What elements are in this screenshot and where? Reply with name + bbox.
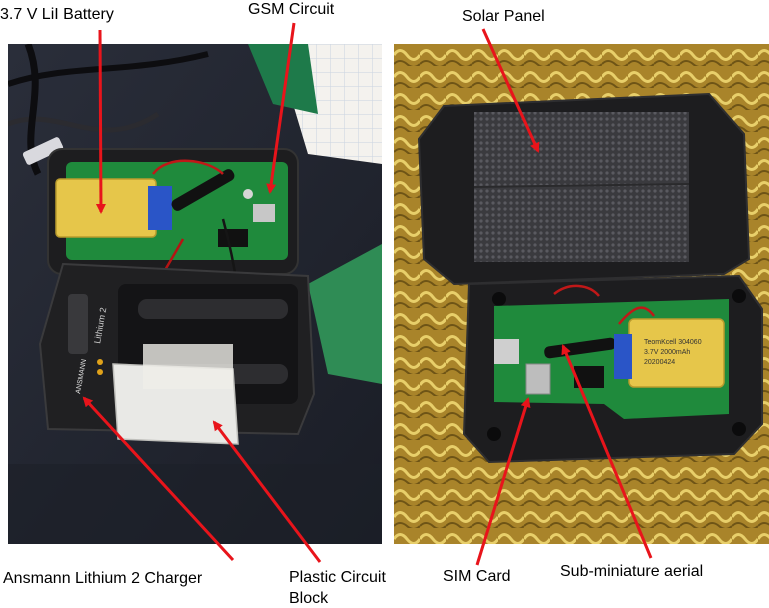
- battery-print-2: 3.7V 2000mAh: [644, 349, 690, 356]
- sim-card-slot: [525, 363, 551, 395]
- battery-print-1: TeomKcell 304060: [644, 339, 702, 346]
- label-solar-panel: Solar Panel: [462, 8, 545, 25]
- photo-left-illustration: Lithium 2 ANSMANN: [8, 44, 382, 544]
- usb-plug: [22, 137, 64, 165]
- gsm-module: [253, 204, 275, 222]
- battery-print-3: 20200424: [644, 359, 675, 366]
- battery-pack: [55, 178, 157, 238]
- label-plastic-block-line1: Plastic Circuit: [289, 569, 386, 586]
- label-aerial: Sub-miniature aerial: [560, 563, 704, 580]
- label-battery: 3.7 V LiI Battery: [0, 6, 114, 23]
- label-gsm-circuit: GSM Circuit: [248, 1, 335, 18]
- green-sheet-right: [308, 244, 382, 384]
- battery-protection-board: [148, 186, 172, 230]
- label-charger: Ansmann Lithium 2 Charger: [3, 570, 203, 587]
- photo-right-solar-tracker: TeomKcell 304060 3.7V 2000mAh 20200424: [394, 44, 769, 544]
- photo-left-open-tracker: Lithium 2 ANSMANN: [8, 44, 382, 544]
- label-plastic-block-line2: Block: [289, 590, 329, 607]
- battery-protection-right: [614, 334, 632, 379]
- chip-right: [574, 366, 604, 388]
- aerial: [171, 169, 235, 211]
- chip: [218, 229, 248, 247]
- cable-2: [8, 111, 160, 133]
- label-sim-card: SIM Card: [443, 568, 511, 585]
- charger-usb-port: [68, 294, 88, 354]
- photo-right-illustration: TeomKcell 304060 3.7V 2000mAh 20200424: [394, 44, 769, 544]
- gsm-module-right: [494, 339, 519, 364]
